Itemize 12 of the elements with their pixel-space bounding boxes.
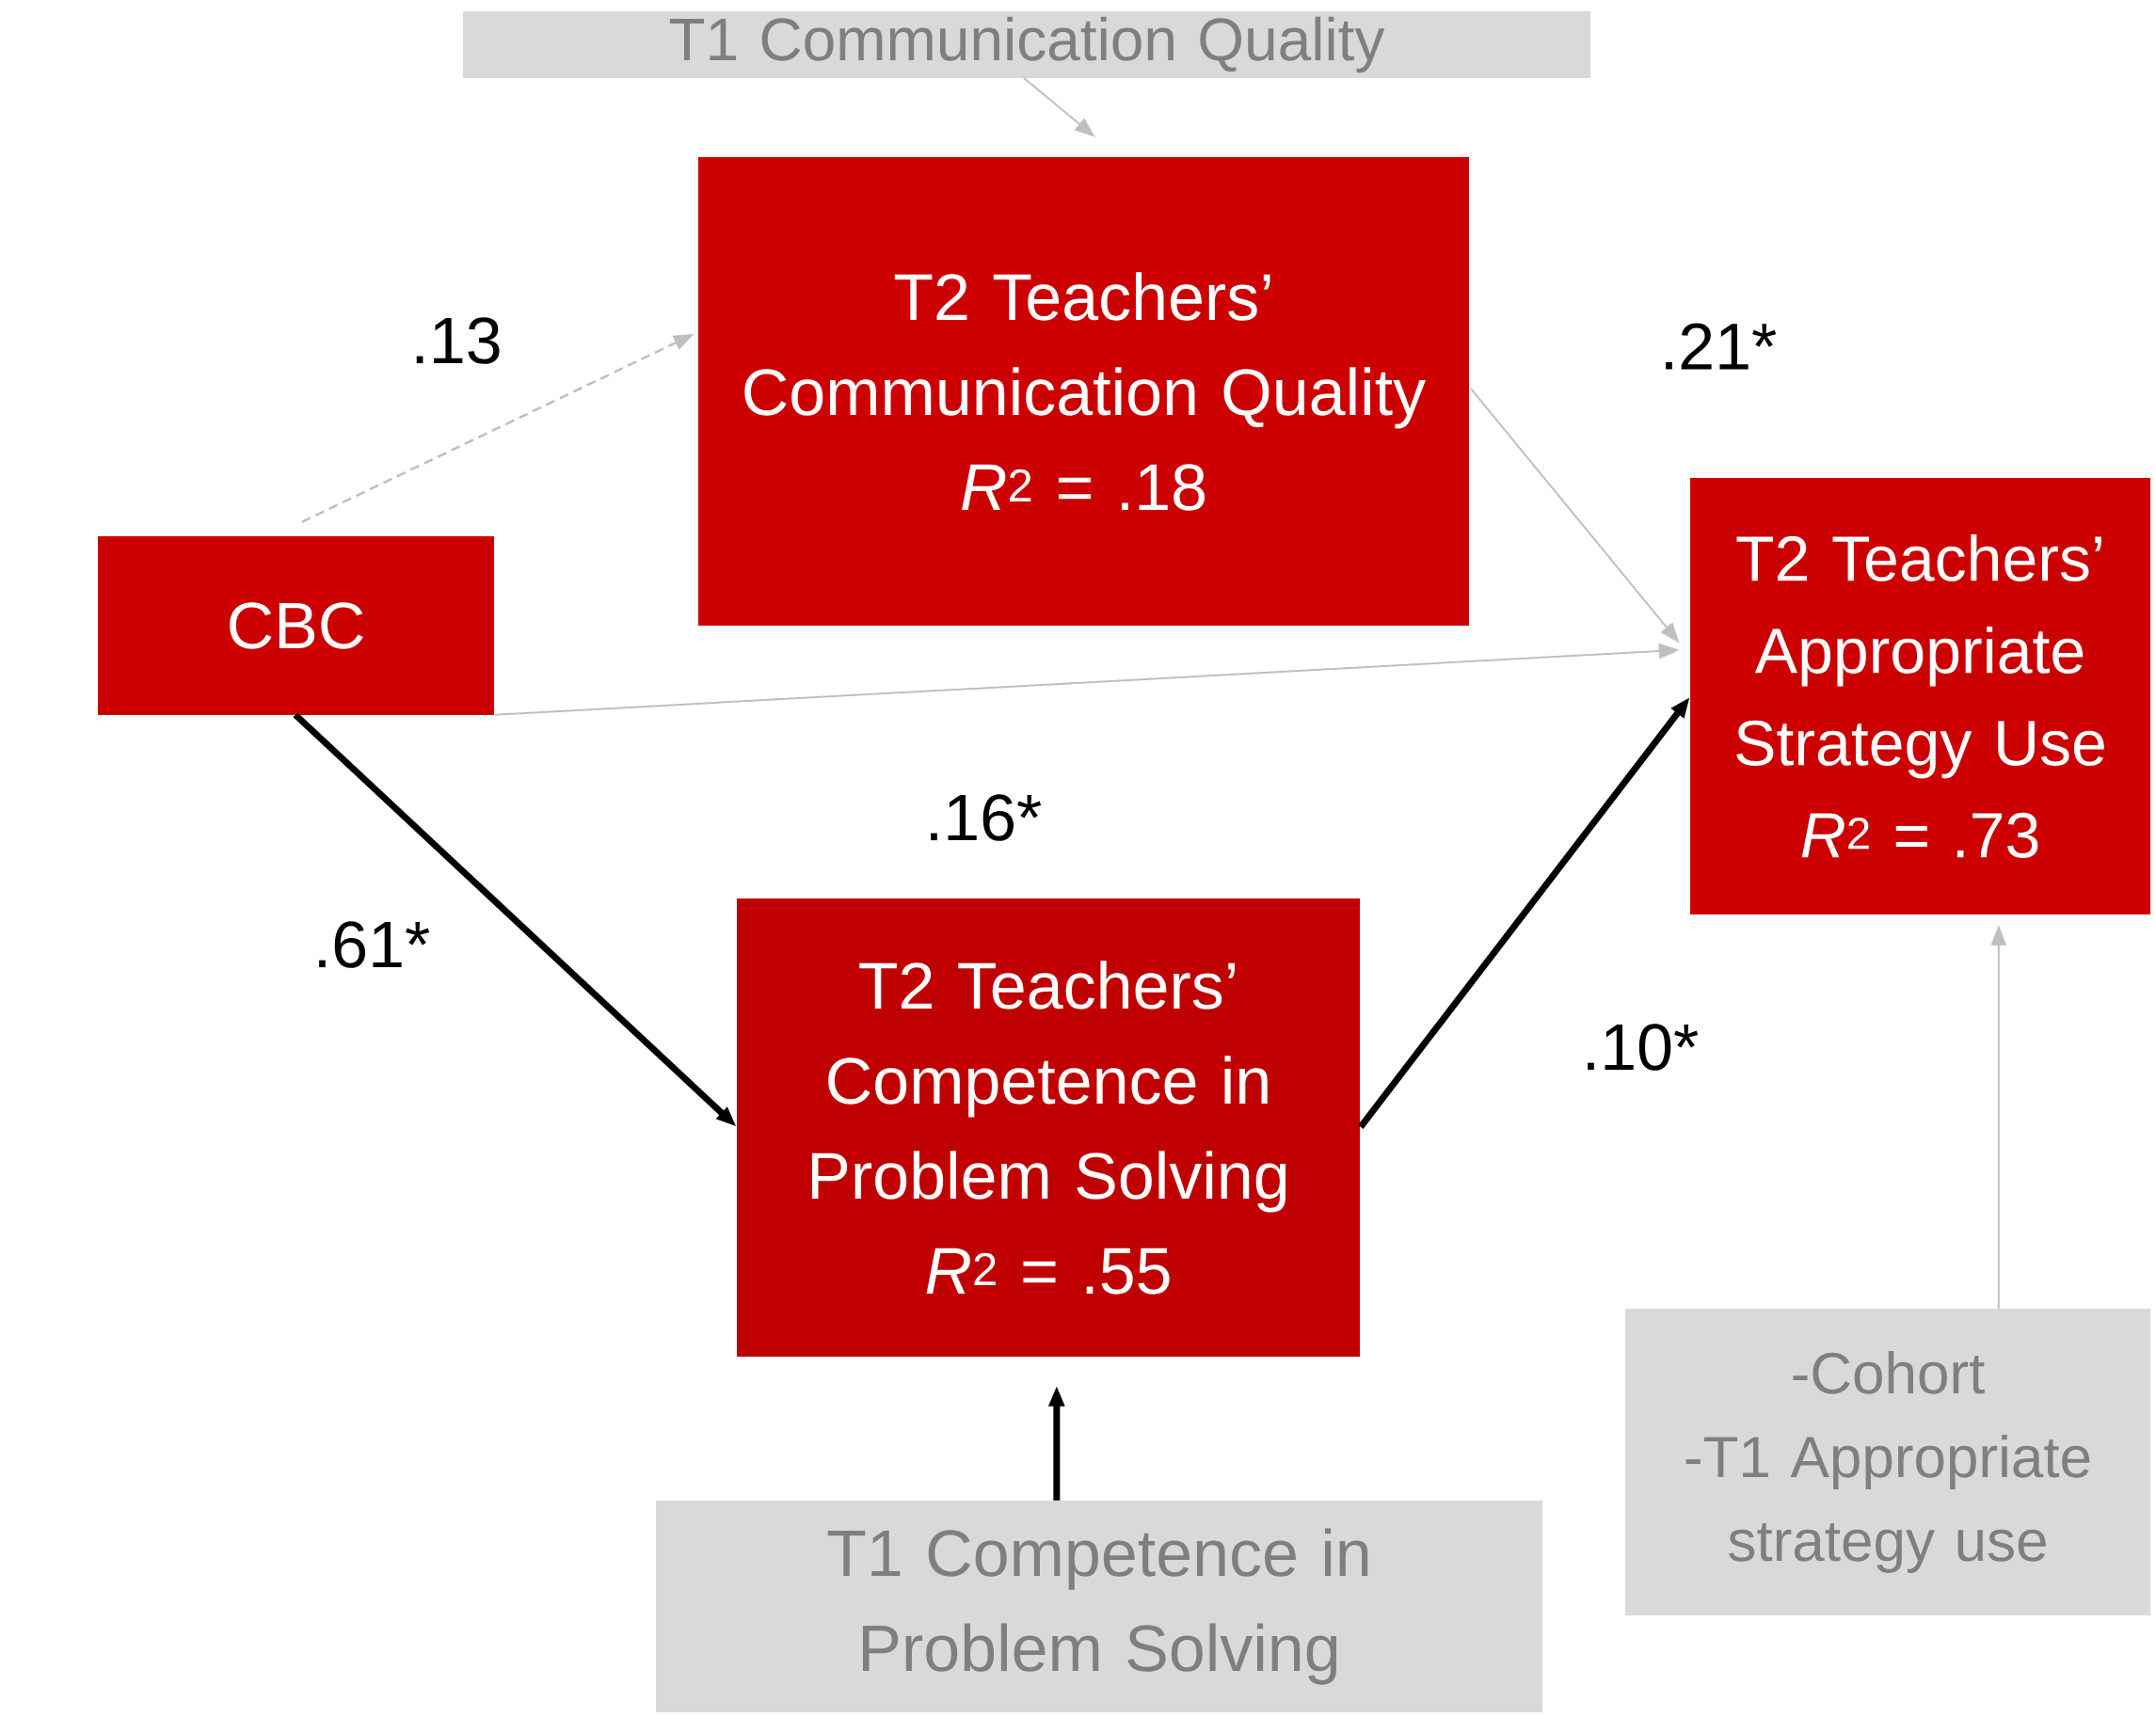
- edge-label: .10*: [1578, 1021, 1702, 1073]
- construct-box: CBC: [98, 536, 494, 715]
- edge-label: .13: [407, 314, 505, 367]
- covariate-box: -Cohort -T1 Appropriate strategy use: [1625, 1309, 2150, 1615]
- edge-label: .16*: [921, 791, 1046, 844]
- construct-box: T2 Teachers’ Appropriate Strategy Use R$^{2}$ = .73: [1690, 478, 2150, 914]
- covariate-box: T1 Communication Quality: [463, 11, 1590, 78]
- edge-label: .61*: [310, 918, 434, 971]
- construct-box: T2 Teachers’ Competence in Problem Solving R$^{2}$ = .55: [737, 898, 1360, 1357]
- edge-label: .21*: [1656, 320, 1781, 373]
- construct-box: T2 Teachers’ Communication Quality R$^{2}$ = .18: [698, 157, 1469, 626]
- covariate-box: T1 Competence in Problem Solving: [656, 1501, 1542, 1712]
